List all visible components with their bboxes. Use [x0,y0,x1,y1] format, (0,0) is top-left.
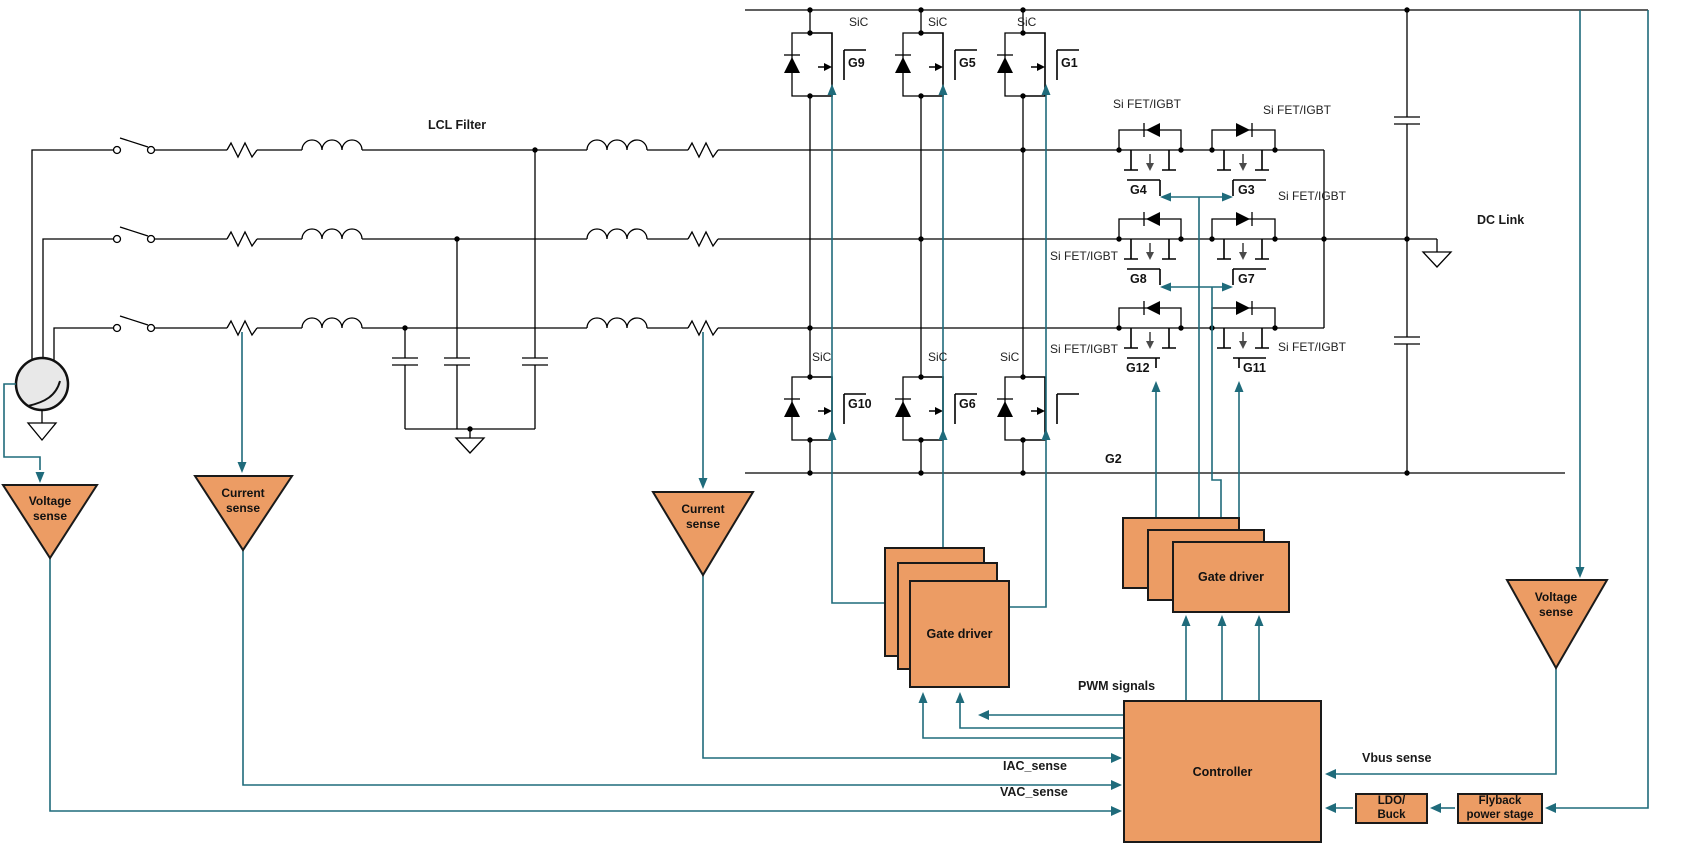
gate-label-g7: G7 [1238,272,1255,286]
dc-link-label: DC Link [1477,213,1525,227]
si-fet-igbt-label-4: Si FET/IGBT [1278,189,1347,203]
gate-label-g2: G2 [1105,452,1122,466]
iac-sense-label: IAC_sense [1003,759,1067,773]
sic-mosfet-g5-icon [895,32,977,97]
current-sense-mid-triangle [651,491,755,577]
controller-block: Controller [1123,700,1322,843]
sic-label-top-2: SiC [928,15,948,29]
lcl-filter-label: LCL Filter [428,118,487,132]
gate-label-g11: G11 [1243,361,1266,375]
gate-label-g5: G5 [959,56,976,70]
sic-label-bottom-3: SiC [1000,350,1020,364]
sic-label-top-3: SiC [1017,15,1037,29]
ac-source-icon [14,356,70,442]
gate-label-g10: G10 [848,397,872,411]
gate-label-g6: G6 [959,397,976,411]
phase-lines [31,137,1437,361]
flyback-label-line2: power stage [1466,808,1534,821]
dc-rails [745,9,1648,474]
controller-label: Controller [1192,764,1253,779]
gate-label-g1: G1 [1061,56,1078,70]
gate-label-g4: G4 [1130,183,1147,197]
sic-label-top-1: SiC [849,15,869,29]
ldo-buck-label-line1: LDO/ [1377,795,1406,808]
si-fet-igbt-pairs [1118,123,1276,368]
gate-driver-left-block: Gate driver [909,580,1010,688]
signal-wires [3,10,1649,812]
junction-dots [402,7,1410,476]
flyback-label-line1: Flyback [1478,795,1522,808]
sic-mosfets-bottom [784,376,1079,441]
sic-label-bottom-2: SiC [928,350,948,364]
si-fet-igbt-label-3: Si FET/IGBT [1050,249,1119,263]
sense-triangles [1,475,1609,671]
current-sense-left-triangle [193,475,294,552]
flyback-block: Flyback power stage [1457,793,1543,824]
gate-label-g12: G12 [1126,361,1150,375]
si-fet-igbt-label-6: Si FET/IGBT [1278,340,1347,354]
vbus-sense-label: Vbus sense [1362,751,1432,765]
gate-label-g8: G8 [1130,272,1147,286]
voltage-sense-right-triangle [1505,579,1609,671]
signal-arrowheads [35,84,1585,816]
voltage-sense-left-triangle [1,484,99,560]
si-fet-igbt-label-2: Si FET/IGBT [1263,103,1332,117]
sic-mosfet-g1-icon [997,32,1079,97]
gate-label-g3: G3 [1238,183,1255,197]
sic-mosfet-g2-icon [997,376,1079,441]
sic-mosfets-top [784,32,1079,97]
sic-mosfet-g9-icon [784,32,866,97]
vac-sense-label: VAC_sense [1000,785,1068,799]
sic-label-bottom-1: SiC [812,350,832,364]
ldo-buck-label-line2: Buck [1377,808,1406,821]
gate-driver-right-block: Gate driver [1172,541,1290,613]
ldo-buck-block: LDO/ Buck [1355,793,1428,824]
gate-driver-left-label: Gate driver [926,627,993,641]
pwm-signals-label: PWM signals [1078,679,1156,693]
lcl-capacitors [392,150,548,454]
gate-driver-right-label: Gate driver [1197,570,1264,584]
si-fet-igbt-label-1: Si FET/IGBT [1113,97,1182,111]
gate-label-g9: G9 [848,56,865,70]
si-fet-igbt-label-5: Si FET/IGBT [1050,342,1119,356]
